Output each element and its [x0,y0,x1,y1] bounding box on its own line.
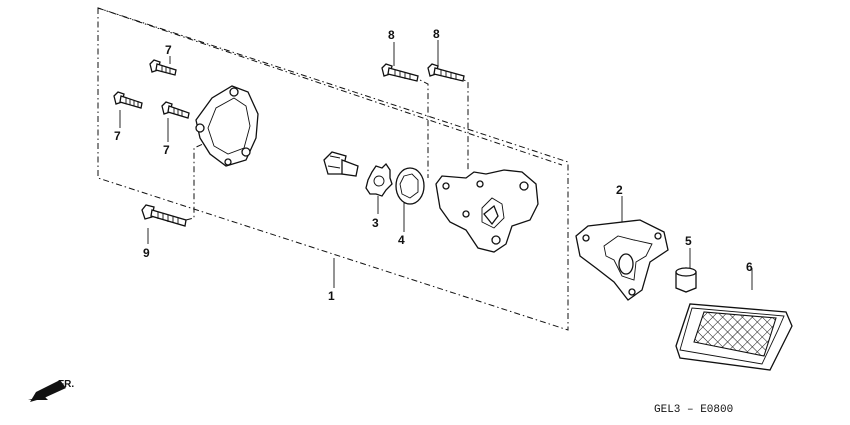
callout-1: 1 [328,289,335,303]
oil-strainer [675,303,793,371]
front-direction-arrow [28,380,66,402]
bolt-8-right [427,63,465,82]
pump-cover [195,85,259,167]
bolt-7-middle [161,101,190,119]
callout-4: 4 [398,233,405,247]
callout-7-top: 7 [165,43,172,57]
callout-6: 6 [746,260,753,274]
diagram-code: GEL3 – E0800 [654,404,733,416]
callout-9: 9 [143,246,150,260]
callout-5: 5 [685,234,692,248]
callout-8-left: 8 [388,28,395,42]
callout-3: 3 [372,216,379,230]
assembly-boundary [97,7,569,331]
pump-body [435,169,539,253]
direction-label: FR. [58,379,74,390]
callout-8-right: 8 [433,27,440,41]
inner-rotor [365,162,393,197]
pump-shaft [323,151,359,177]
callout-7-middle: 7 [163,143,170,157]
outer-rotor [395,167,425,205]
callout-7-left: 7 [114,129,121,143]
bolt-8-left [381,63,419,82]
collar [675,267,697,293]
pump-gasket [575,219,669,301]
bolt-9 [141,204,187,227]
bolt-7-top [149,59,177,76]
callout-2: 2 [616,183,623,197]
bolt-7-left [113,91,143,109]
